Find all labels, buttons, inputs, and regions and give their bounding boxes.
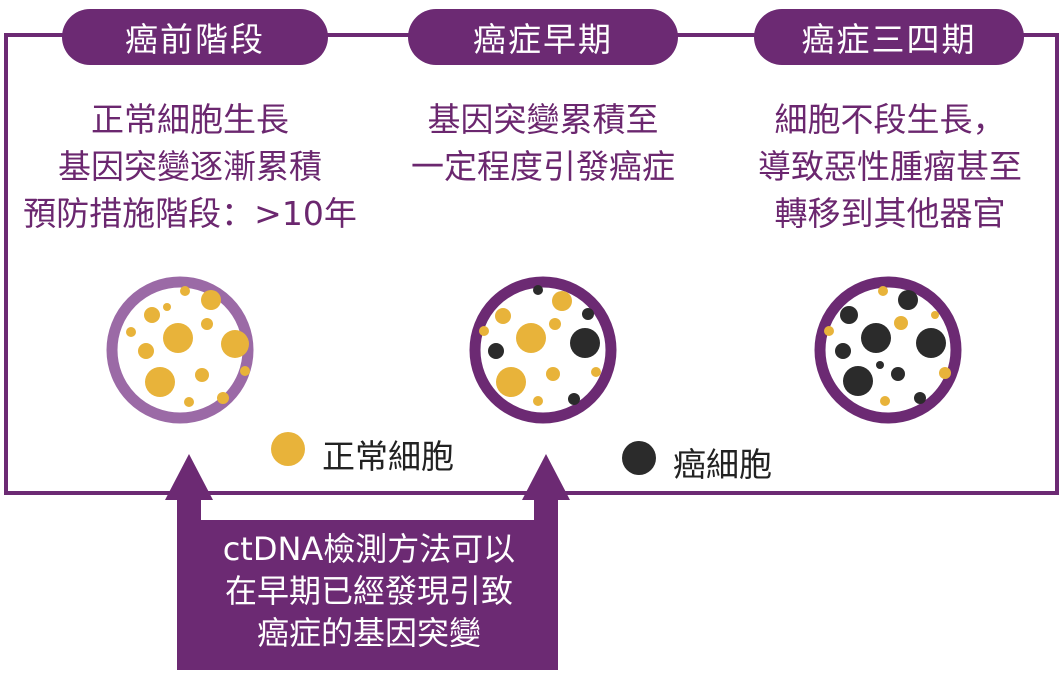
normal-cell bbox=[144, 307, 160, 323]
cancer-cell bbox=[914, 392, 926, 404]
normal-cell bbox=[145, 367, 175, 397]
normal-cell bbox=[552, 291, 572, 311]
stage-title-late: 癌症三四期 bbox=[754, 9, 1024, 65]
normal-cell bbox=[201, 290, 221, 310]
normal-cell bbox=[195, 368, 209, 382]
normal-cell bbox=[880, 396, 890, 406]
cancer-cell bbox=[568, 393, 580, 405]
callout-shape bbox=[165, 454, 570, 670]
callout-text: ctDNA檢測方法可以 在早期已經發現引致 癌症的基因突變 bbox=[180, 528, 558, 670]
callout-inner-cut bbox=[201, 500, 534, 520]
normal-cell bbox=[939, 367, 951, 379]
normal-cell bbox=[495, 308, 511, 324]
normal-cell bbox=[184, 397, 194, 407]
desc-line: 導致惡性腫瘤甚至 bbox=[758, 147, 1022, 186]
cancer-cell bbox=[835, 343, 851, 359]
callout-line: 在早期已經發現引致 bbox=[224, 572, 513, 610]
normal-cell bbox=[496, 367, 526, 397]
stage-desc-early: 基因突變累積至 一定程度引發癌症 bbox=[378, 96, 708, 190]
cancer-cell bbox=[533, 285, 543, 295]
normal-cell bbox=[533, 396, 543, 406]
normal-cell bbox=[546, 367, 560, 381]
normal-cell bbox=[931, 311, 939, 319]
normal-cell bbox=[878, 286, 888, 296]
normal-cell bbox=[138, 343, 154, 359]
cancer-cell bbox=[861, 323, 891, 353]
cancer-cell bbox=[843, 366, 873, 396]
desc-line: 基因突變逐漸累積 bbox=[58, 147, 322, 186]
normal-cell bbox=[163, 303, 171, 311]
normal-cell bbox=[824, 326, 834, 336]
desc-line: 細胞不段生長， bbox=[774, 100, 1006, 139]
normal-cell bbox=[126, 327, 136, 337]
cancer-cell bbox=[840, 306, 858, 324]
cancer-cell bbox=[488, 343, 504, 359]
stage-desc-precancer: 正常細胞生長 基因突變逐漸累積 預防措施階段：>10年 bbox=[10, 96, 370, 237]
cells-late bbox=[824, 286, 951, 406]
desc-line: 正常細胞生長 bbox=[91, 100, 289, 139]
stage-desc-late: 細胞不段生長， 導致惡性腫瘤甚至 轉移到其他器官 bbox=[725, 96, 1055, 237]
legend-normal-label: 正常細胞 bbox=[322, 437, 454, 476]
normal-cell bbox=[591, 367, 601, 377]
normal-cell bbox=[240, 366, 250, 376]
normal-cell bbox=[217, 392, 229, 404]
normal-cell bbox=[479, 326, 489, 336]
normal-cell bbox=[221, 330, 249, 358]
desc-line: 基因突變累積至 bbox=[427, 100, 659, 139]
desc-line: 預防措施階段：>10年 bbox=[23, 194, 357, 233]
stage-title-precancer: 癌前階段 bbox=[62, 9, 328, 65]
desc-line: 一定程度引發癌症 bbox=[411, 147, 675, 186]
legend-cancer-dot bbox=[622, 441, 656, 475]
callout-line: 癌症的基因突變 bbox=[256, 614, 481, 652]
normal-cell bbox=[894, 316, 908, 330]
legend-cancer-label: 癌細胞 bbox=[673, 445, 772, 484]
legend-normal-dot bbox=[271, 432, 305, 466]
desc-line: 轉移到其他器官 bbox=[774, 194, 1006, 233]
callout-box bbox=[177, 500, 558, 670]
normal-cell bbox=[516, 323, 546, 353]
cancer-cell bbox=[916, 328, 946, 358]
cells-precancer bbox=[126, 286, 250, 407]
normal-cell bbox=[549, 318, 561, 330]
cancer-cell bbox=[582, 308, 594, 320]
cells-early bbox=[479, 285, 601, 406]
cancer-cell bbox=[570, 328, 600, 358]
callout-line: ctDNA檢測方法可以 bbox=[222, 530, 516, 568]
cancer-cell bbox=[876, 361, 884, 369]
normal-cell bbox=[180, 286, 190, 296]
cancer-cell bbox=[898, 290, 918, 310]
cancer-cell bbox=[891, 367, 905, 381]
stage-title-early: 癌症早期 bbox=[408, 9, 678, 65]
normal-cell bbox=[201, 318, 213, 330]
normal-cell bbox=[163, 323, 193, 353]
